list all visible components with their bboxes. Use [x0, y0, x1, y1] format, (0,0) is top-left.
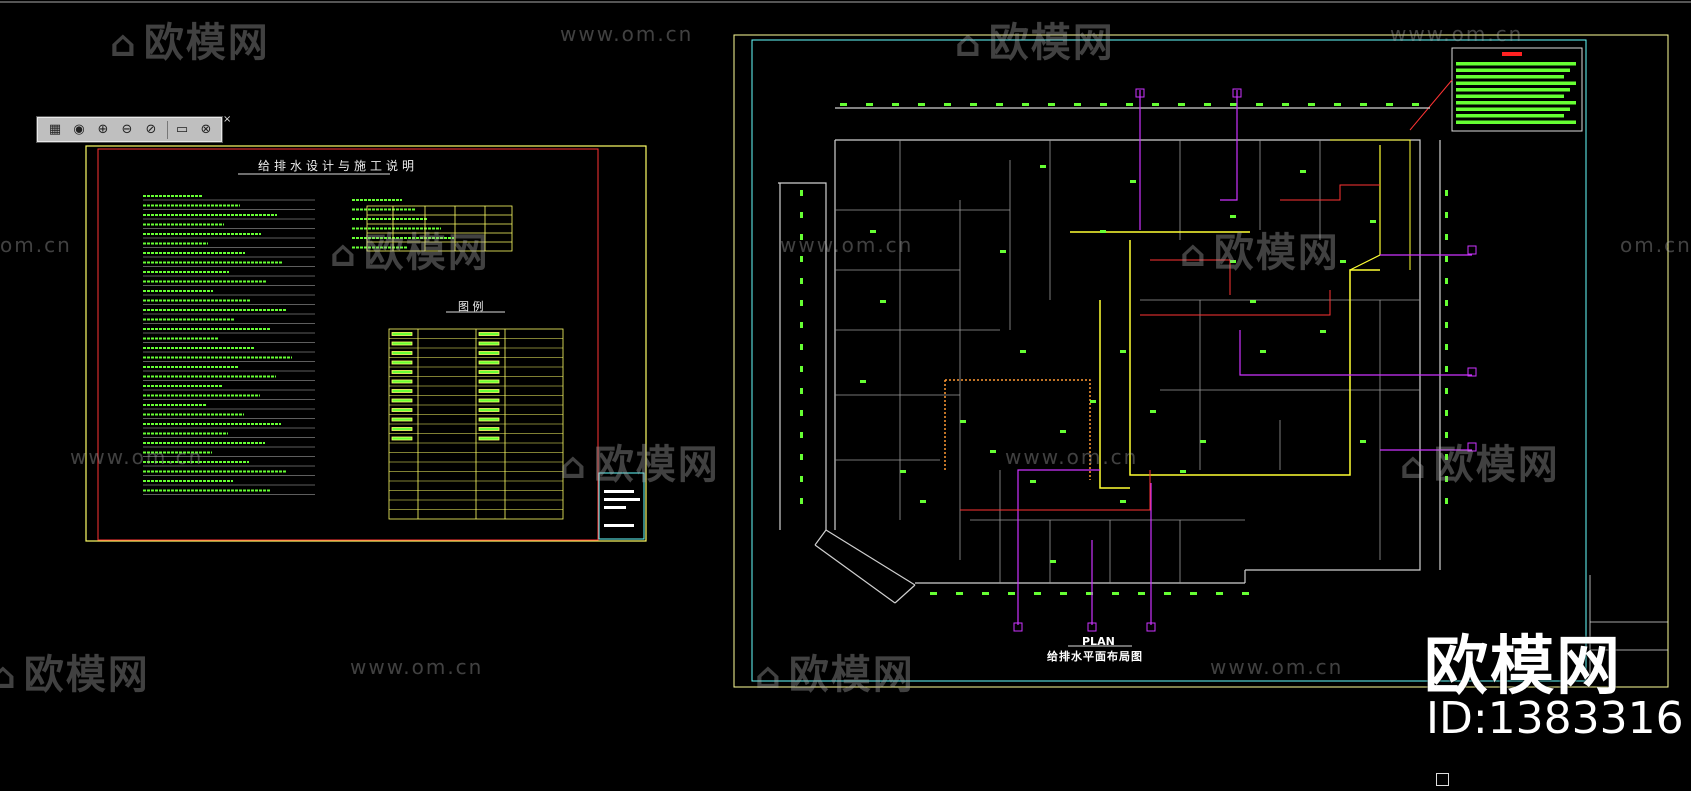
water-pipes — [944, 90, 1472, 625]
building-plan — [778, 107, 1441, 604]
material-table — [366, 205, 513, 252]
toolbar-separator — [167, 120, 168, 139]
legend-table — [388, 328, 564, 520]
plan-label: PLAN — [1082, 635, 1115, 648]
sphere-remove-icon[interactable]: ⊖ — [121, 122, 133, 137]
view-toolbar[interactable]: ▦ ◉ ⊕ ⊖ ⊘ ▭ ⊗ × — [37, 115, 231, 142]
brand-id: ID:1383316 — [1426, 693, 1684, 744]
brand-logo: 欧模网 — [1424, 630, 1622, 704]
right-sheet — [733, 34, 1669, 688]
sphere-icon[interactable]: ◉ — [73, 122, 85, 137]
left-sheet-title: 给排水设计与施工说明 — [258, 159, 419, 173]
toolbar-close-icon[interactable]: × — [223, 114, 232, 125]
grid-view-icon[interactable]: ▦ — [48, 122, 62, 137]
legend-title: 图 例 — [458, 300, 484, 313]
left-sheet — [85, 145, 647, 542]
plan-title: 给排水平面布局图 — [1047, 650, 1143, 663]
sphere-add-icon[interactable]: ⊕ — [97, 122, 109, 137]
sphere-slash-icon[interactable]: ⊘ — [145, 122, 157, 137]
checkbox-icon[interactable] — [1436, 773, 1449, 786]
box-icon[interactable]: ▭ — [175, 122, 189, 137]
box-delete-icon[interactable]: ⊗ — [200, 122, 212, 137]
